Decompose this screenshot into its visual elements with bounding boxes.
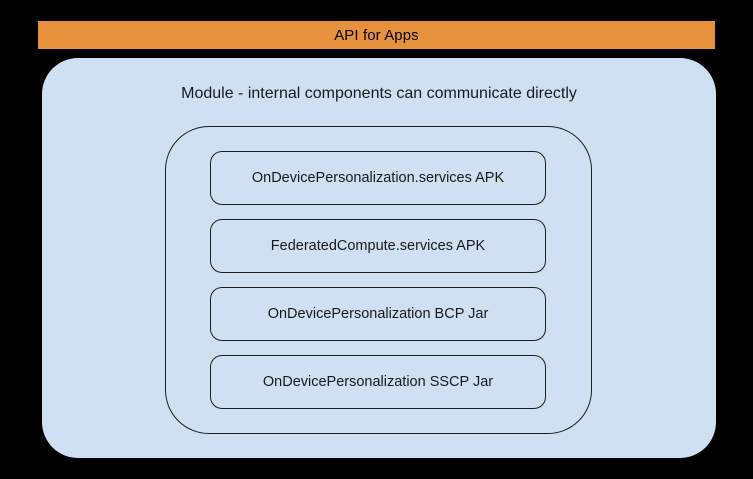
- api-for-apps-banner: API for Apps: [38, 21, 715, 49]
- component-box-ondevicepersonalization-services-apk: OnDevicePersonalization.services APK: [210, 151, 546, 205]
- component-box-federatedcompute-services-apk: FederatedCompute.services APK: [210, 219, 546, 273]
- component-stack: OnDevicePersonalization.services APK Fed…: [210, 151, 546, 409]
- module-internal-container: OnDevicePersonalization.services APK Fed…: [165, 126, 592, 434]
- component-label: OnDevicePersonalization BCP Jar: [267, 305, 489, 322]
- module-panel-heading: Module - internal components can communi…: [181, 85, 577, 102]
- component-label: OnDevicePersonalization SSCP Jar: [262, 373, 494, 390]
- component-box-ondevicepersonalization-bcp-jar: OnDevicePersonalization BCP Jar: [210, 287, 546, 341]
- component-box-ondevicepersonalization-sscp-jar: OnDevicePersonalization SSCP Jar: [210, 355, 546, 409]
- module-panel: Module - internal components can communi…: [42, 58, 716, 458]
- api-for-apps-banner-label: API for Apps: [334, 26, 419, 44]
- component-label: FederatedCompute.services APK: [270, 237, 486, 254]
- component-label: OnDevicePersonalization.services APK: [251, 169, 505, 186]
